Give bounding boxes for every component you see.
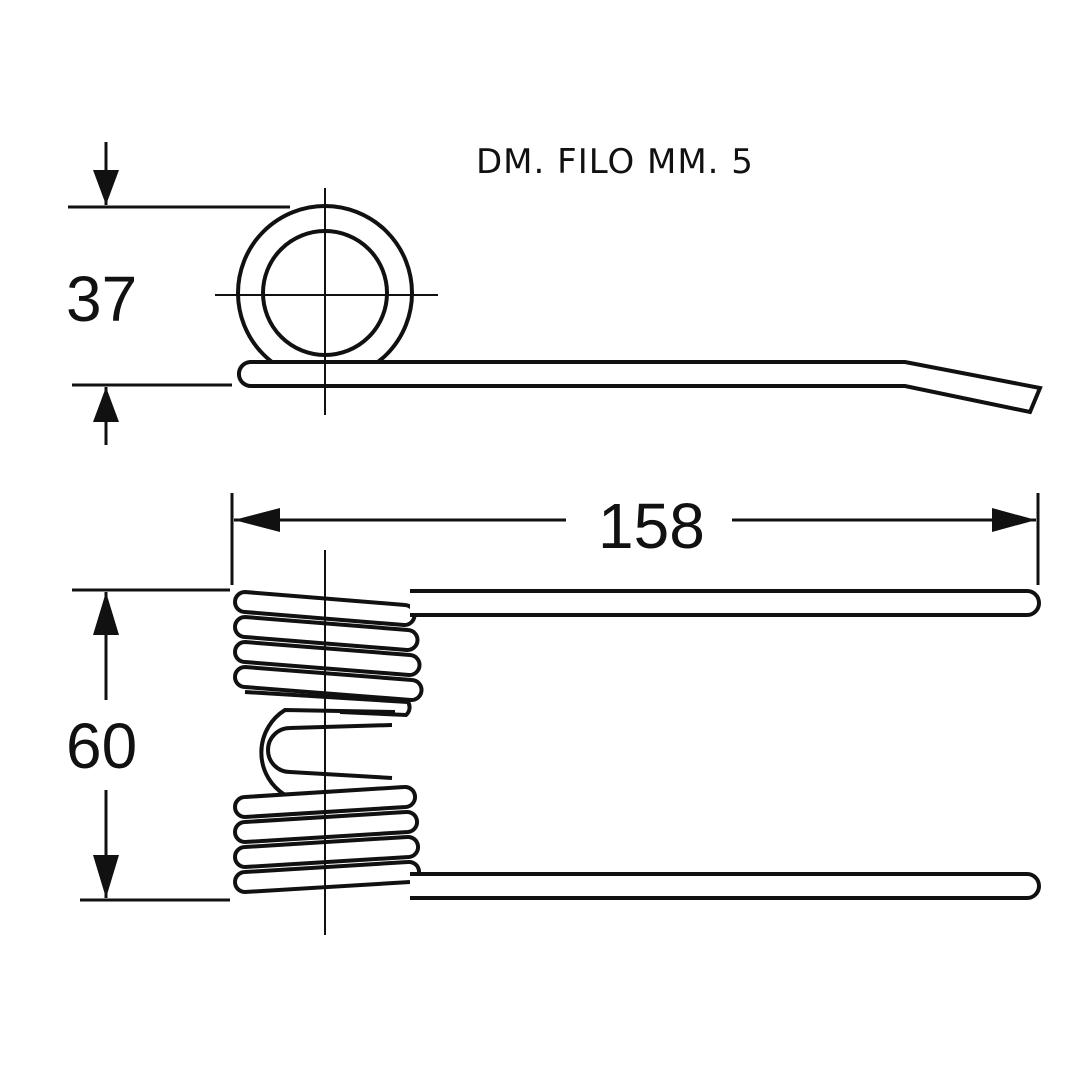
dimension-60-label: 60 xyxy=(66,710,137,782)
dimension-37-label: 37 xyxy=(66,263,137,335)
upper-coil xyxy=(233,589,424,718)
tine-lower xyxy=(410,872,1041,900)
tine-upper xyxy=(410,589,1041,617)
dimension-158-label: 158 xyxy=(598,490,705,562)
wire-diameter-note: DM. FILO MM. 5 xyxy=(476,142,754,182)
end-view xyxy=(68,142,1043,445)
tine-arm-top xyxy=(237,360,1043,415)
side-view xyxy=(72,493,1041,935)
lower-coil xyxy=(233,784,421,895)
middle-loop xyxy=(259,707,396,798)
